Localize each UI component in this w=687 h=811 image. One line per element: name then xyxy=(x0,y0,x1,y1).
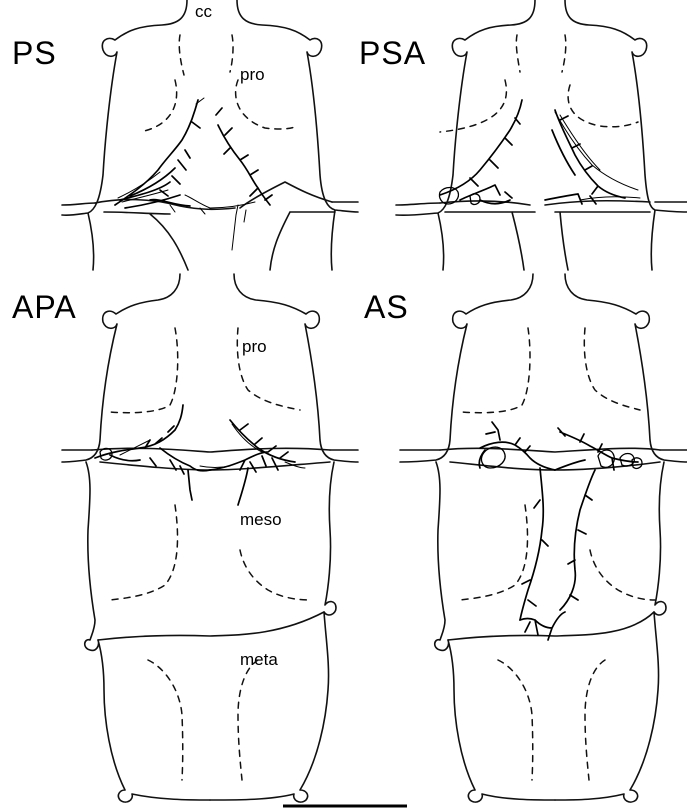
neuron-ps-right xyxy=(216,108,272,205)
neuropil-meta-right xyxy=(238,660,258,780)
label-pro-ps: pro xyxy=(240,65,265,84)
label-meta: meta xyxy=(240,650,278,669)
panel-psa: PSA xyxy=(359,0,687,270)
label-meso: meso xyxy=(240,510,282,529)
neuropil-meso-left xyxy=(460,505,528,600)
neuron-as-right xyxy=(555,428,638,610)
neuropil-pro-left xyxy=(462,328,530,413)
neuropil-right-2 xyxy=(230,35,233,72)
junction-line xyxy=(440,448,660,640)
neuropil-right-2 xyxy=(562,35,566,72)
ganglion-outline-right xyxy=(237,0,358,270)
neuron-ps-left xyxy=(115,100,200,208)
panel-label-psa: PSA xyxy=(359,35,426,71)
neuropil-meta-left xyxy=(498,660,533,780)
ganglion-outline-right xyxy=(210,274,358,802)
panel-label-as: AS xyxy=(364,289,409,325)
neuropil-pro-right xyxy=(584,328,640,410)
neuropil-right-1 xyxy=(236,80,298,129)
panel-ps: PS cc pro xyxy=(12,0,358,270)
neuropil-left xyxy=(440,80,506,132)
panel-label-apa: APA xyxy=(12,289,77,325)
neuropil-meta-right xyxy=(585,660,605,780)
ganglion-outline-left xyxy=(62,274,210,802)
neuropil-right xyxy=(568,85,638,127)
neuropil-meso-left xyxy=(110,505,178,600)
ganglion-outline-left xyxy=(62,0,187,270)
label-cc: cc xyxy=(195,2,213,21)
panel-label-ps: PS xyxy=(12,35,57,71)
ganglion-outline-right xyxy=(565,0,687,270)
neuropil-meta-left xyxy=(148,660,183,780)
neuropil-left-1 xyxy=(140,80,177,132)
panel-apa: APA pro meso meta xyxy=(12,274,358,802)
junction-line xyxy=(440,201,650,270)
label-pro-apa: pro xyxy=(242,337,267,356)
neuropil-pro-left xyxy=(110,328,178,413)
neuropil-left-2 xyxy=(179,35,184,75)
neuropil-left-2 xyxy=(516,35,520,72)
neuropil-meso-right xyxy=(240,550,310,600)
neuron-apa-right xyxy=(210,420,295,505)
panel-as: AS xyxy=(364,274,687,802)
junction-line xyxy=(92,448,330,640)
neuropil-meso-right xyxy=(590,550,655,600)
